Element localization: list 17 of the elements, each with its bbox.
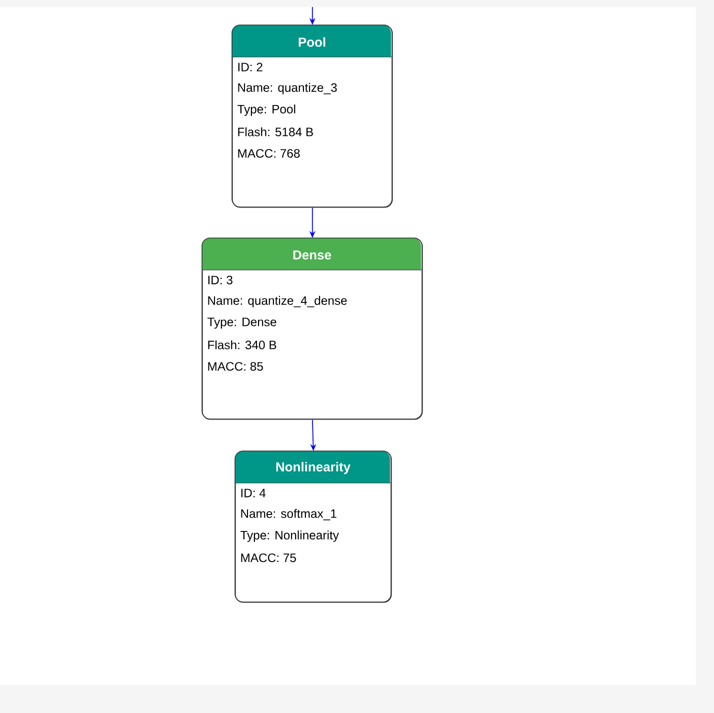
- layer-property: ID: 3: [208, 276, 232, 284]
- layer-property: Flash: 340 B: [208, 340, 276, 350]
- layer-title: Nonlinearity: [276, 462, 350, 474]
- layer-property: Name: quantize_4_dense: [208, 296, 347, 308]
- layer-property: MACC: 85: [208, 362, 263, 371]
- layer-property: ID: 2: [238, 62, 262, 72]
- layer-property: MACC: 75: [241, 554, 296, 562]
- layer-title: Pool: [298, 37, 326, 47]
- layer-property: ID: 4: [241, 488, 266, 498]
- layer-property: Name: quantize_3: [238, 82, 337, 94]
- layer-title: Dense: [293, 250, 332, 260]
- layer-property: MACC: 768: [238, 149, 300, 158]
- layer-property: Type: Nonlinearity: [240, 530, 339, 542]
- layer-property: Type: Pool: [237, 104, 296, 116]
- layer-property: Flash: 5184 B: [238, 127, 313, 136]
- layer-property: Name: softmax_1: [241, 508, 336, 520]
- layer-property: Type: Dense: [207, 318, 276, 329]
